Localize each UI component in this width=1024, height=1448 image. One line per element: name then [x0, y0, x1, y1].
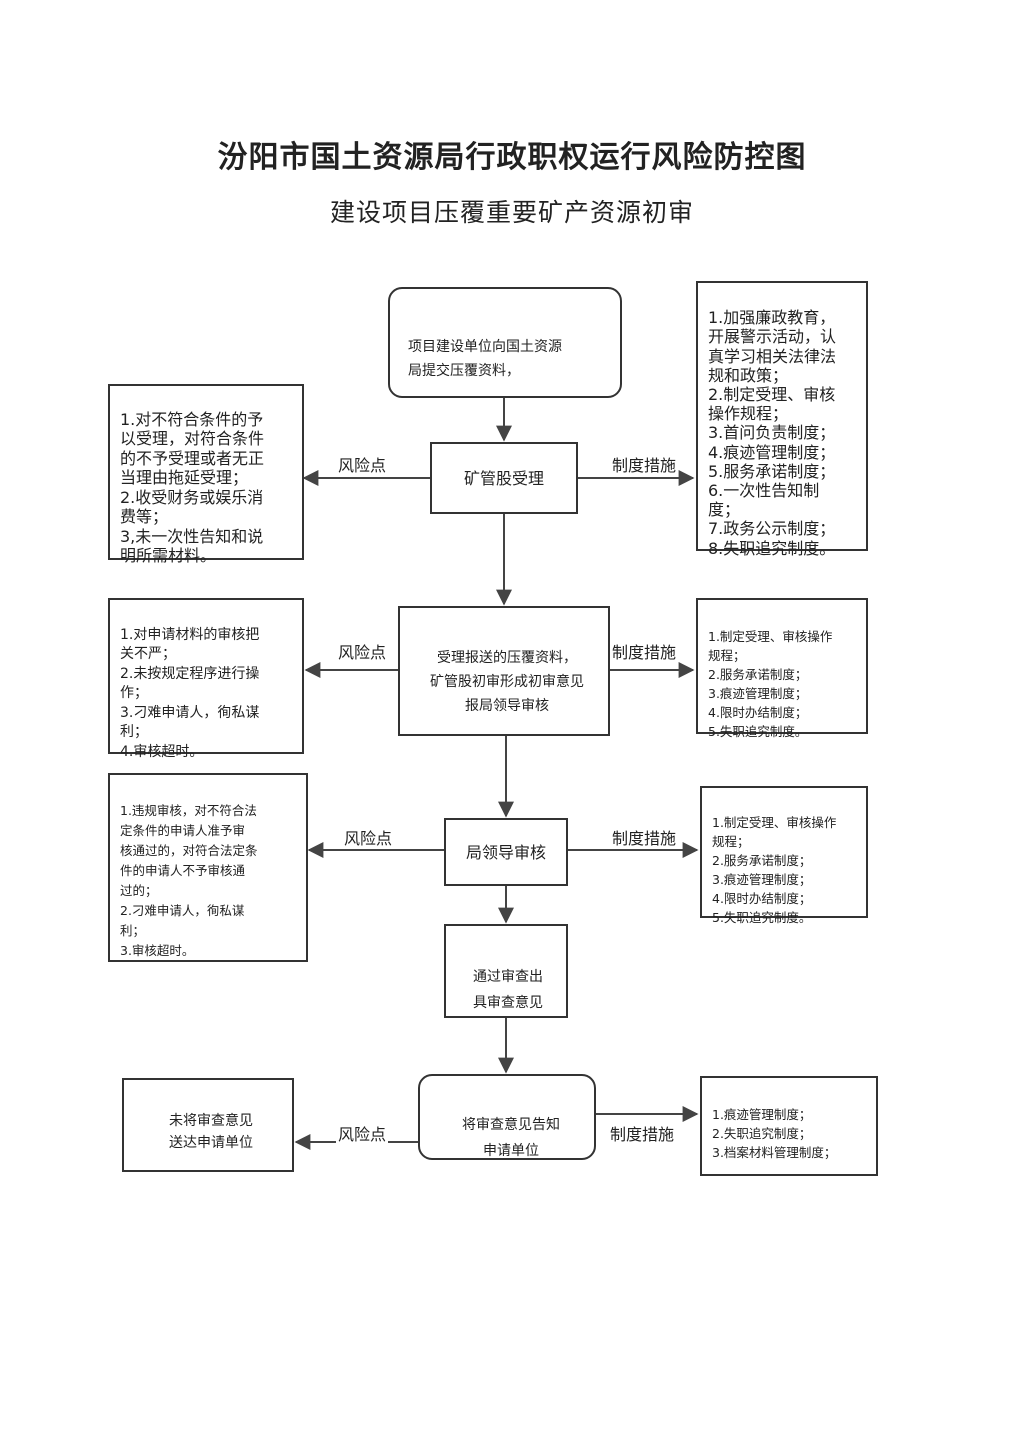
- step-leader-review-text: 局领导审核: [465, 842, 546, 862]
- measure-box-2-text: 1.制定受理、审核操作 规程； 2.服务承诺制度； 3.痕迹管理制度； 4.限时…: [708, 629, 833, 739]
- step-submit-materials-text: 项目建设单位向国土资源 局提交压覆资料，: [408, 339, 562, 379]
- measure-box-4: 1.痕迹管理制度； 2.失职追究制度； 3.档案材料管理制度；: [700, 1076, 878, 1176]
- measure-box-4-text: 1.痕迹管理制度； 2.失职追究制度； 3.档案材料管理制度；: [712, 1107, 837, 1160]
- measures-label-1: 制度措施: [610, 452, 679, 476]
- page-title: 汾阳市国土资源局行政职权运行风险防控图: [217, 140, 807, 175]
- measure-box-3-text: 1.制定受理、审核操作 规程； 2.服务承诺制度； 3.痕迹管理制度； 4.限时…: [712, 815, 837, 925]
- step-issue-opinion-text: 通过审查出 具审查意见: [473, 969, 543, 1011]
- risk-label-1: 风险点: [336, 452, 389, 476]
- measure-box-1: 1.加强廉政教育， 开展警示活动，认 真学习相关法律法 规和政策； 2.制定受理…: [696, 281, 868, 558]
- step-leader-review: 局领导审核: [444, 818, 568, 886]
- measures-label-3: 制度措施: [610, 825, 679, 849]
- measures-label-2: 制度措施: [610, 639, 679, 663]
- measure-box-2: 1.制定受理、审核操作 规程； 2.服务承诺制度； 3.痕迹管理制度； 4.限时…: [696, 598, 868, 739]
- risk-label-4: 风险点: [336, 1121, 389, 1145]
- step-issue-opinion: 通过审查出 具审查意见: [444, 924, 568, 1018]
- risk-box-1: 1.对不符合条件的予 以受理，对符合条件 的不予受理或者无正 当理由拖延受理； …: [108, 384, 304, 565]
- step-preliminary-review: 受理报送的压覆资料， 矿管股初审形成初审意见 报局领导审核: [398, 606, 610, 736]
- step-notify-applicant-text: 将审查意见告知 申请单位: [462, 1117, 560, 1159]
- risk-box-4-text: 未将审查意见 送达申请单位: [169, 1113, 253, 1151]
- measures-label-4: 制度措施: [608, 1121, 677, 1145]
- risk-box-2-text: 1.对申请材料的审核把 关不严； 2.未按规定程序进行操 作； 3.刁难申请人，…: [120, 626, 260, 760]
- risk-box-2: 1.对申请材料的审核把 关不严； 2.未按规定程序进行操 作； 3.刁难申请人，…: [108, 598, 304, 760]
- measure-box-3: 1.制定受理、审核操作 规程； 2.服务承诺制度； 3.痕迹管理制度； 4.限时…: [700, 786, 868, 925]
- measure-box-1-text: 1.加强廉政教育， 开展警示活动，认 真学习相关法律法 规和政策； 2.制定受理…: [708, 308, 837, 558]
- risk-label-2: 风险点: [336, 639, 389, 663]
- step-accept: 矿管股受理: [430, 442, 578, 514]
- step-preliminary-review-text: 受理报送的压覆资料， 矿管股初审形成初审意见 报局领导审核: [430, 650, 584, 714]
- step-notify-applicant: 将审查意见告知 申请单位: [418, 1074, 596, 1160]
- risk-box-1-text: 1.对不符合条件的予 以受理，对符合条件 的不予受理或者无正 当理由拖延受理； …: [120, 409, 265, 566]
- page-subtitle: 建设项目压覆重要矿产资源初审: [329, 198, 694, 227]
- risk-box-4: 未将审查意见 送达申请单位: [122, 1078, 294, 1172]
- risk-box-3-text: 1.违规审核，对不符合法 定条件的申请人准予审 核通过的，对符合法定条 件的申请…: [120, 803, 258, 958]
- risk-label-3: 风险点: [342, 825, 395, 849]
- step-submit-materials: 项目建设单位向国土资源 局提交压覆资料，: [388, 287, 622, 398]
- risk-box-3: 1.违规审核，对不符合法 定条件的申请人准予审 核通过的，对符合法定条 件的申请…: [108, 773, 308, 962]
- step-accept-text: 矿管股受理: [463, 468, 544, 488]
